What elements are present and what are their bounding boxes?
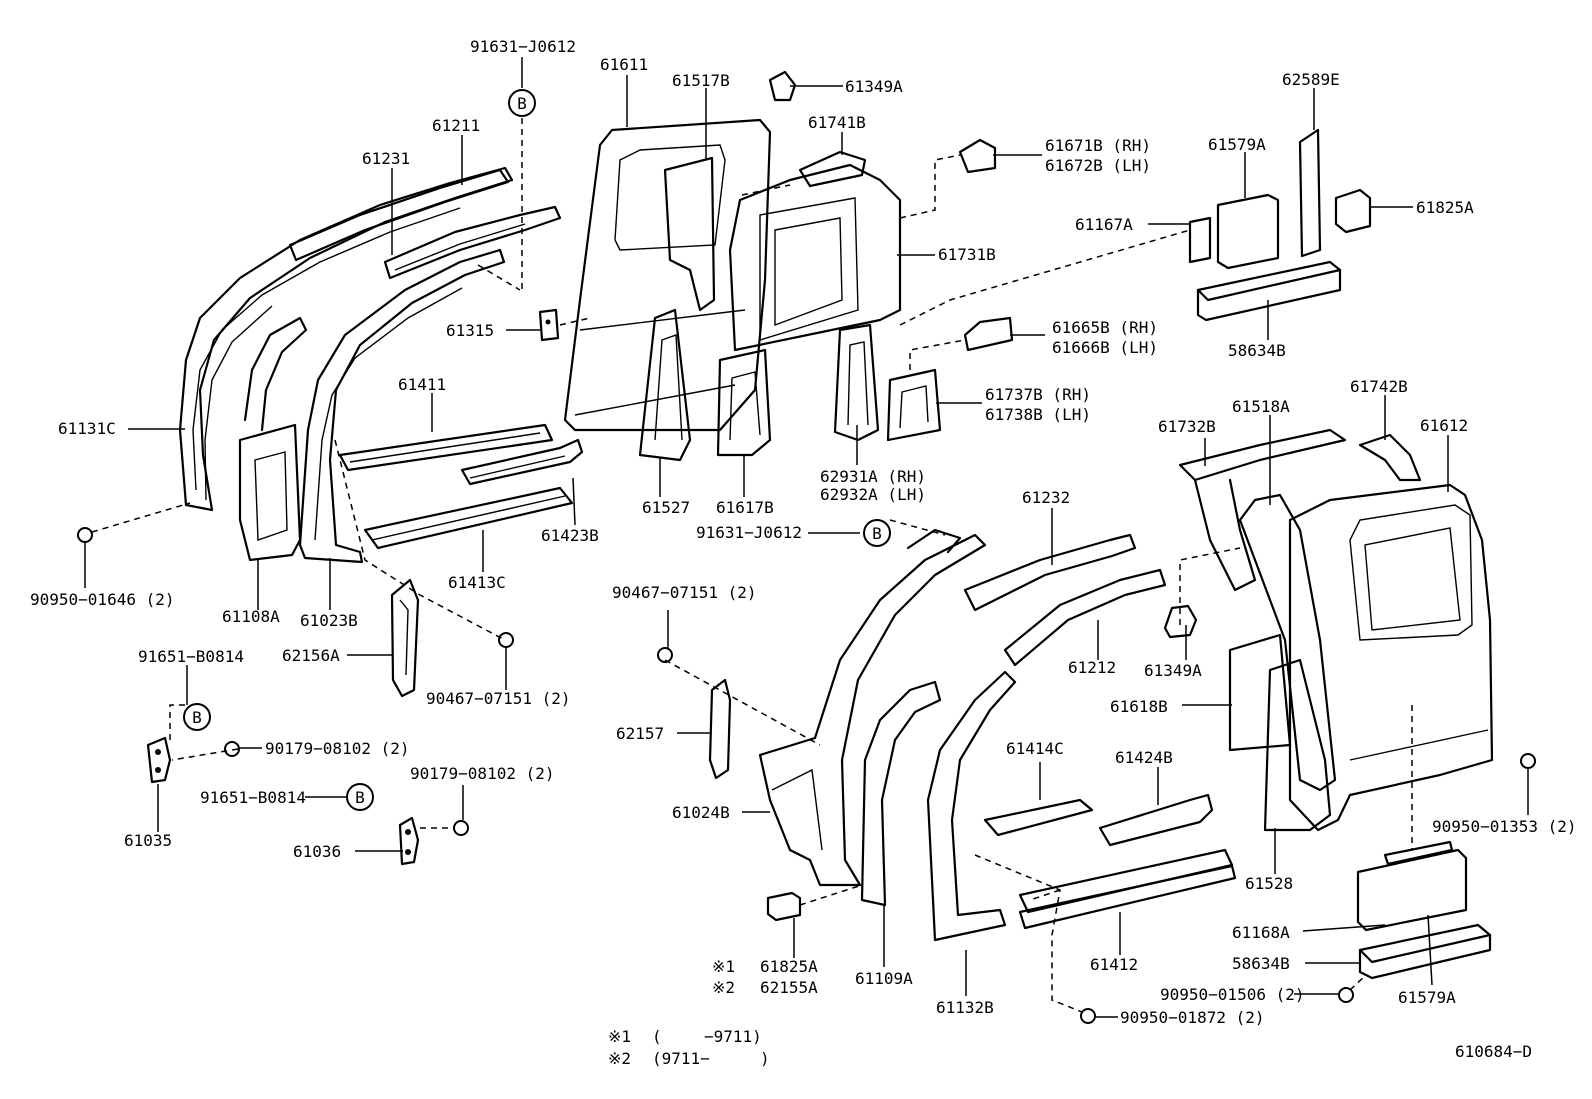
lower-center-panels xyxy=(708,528,1237,942)
part-label: 61731B xyxy=(938,245,996,264)
part-label: 61231 xyxy=(362,149,410,168)
center-panels xyxy=(563,70,1014,462)
part-label: 61023B xyxy=(300,611,358,630)
callouts: B B B B xyxy=(183,89,891,811)
part-label: ※2 xyxy=(712,978,735,997)
part-label: 62156A xyxy=(282,646,340,665)
footnote-2-mark: ※2 xyxy=(608,1049,631,1068)
part-label: 61035 xyxy=(124,831,172,850)
part-label: 61742B xyxy=(1350,377,1408,396)
part-label: 61414C xyxy=(1006,739,1064,758)
part-label: 61517B xyxy=(672,71,730,90)
part-label: 61315 xyxy=(446,321,494,340)
part-label: 61741B xyxy=(808,113,866,132)
part-label: 62155A xyxy=(760,978,818,997)
top-right-pads xyxy=(1188,128,1372,322)
part-label: 61528 xyxy=(1245,874,1293,893)
callout-b-1: B xyxy=(517,94,527,113)
part-labels: 91631−J0612 61611 61517B 61349A 61211 61… xyxy=(30,37,1577,1027)
part-label: 62157 xyxy=(616,724,664,743)
part-label: 61737B (RH) xyxy=(985,385,1091,404)
leader-lines xyxy=(84,57,1529,1018)
part-label: 61212 xyxy=(1068,658,1116,677)
footnotes: ※1 ( −9711) ※2 (9711− ) 610684−D xyxy=(608,1027,1532,1068)
callout-b-2: B xyxy=(872,524,882,543)
part-label: 90950−01353 (2) xyxy=(1432,817,1577,836)
footnote-1-range: −9711) xyxy=(704,1027,762,1046)
part-label: 62931A (RH) xyxy=(820,467,926,486)
part-label: 62589E xyxy=(1282,70,1340,89)
part-label: 61611 xyxy=(600,55,648,74)
part-label: 61738B (LH) xyxy=(985,405,1091,424)
part-label: 61732B xyxy=(1158,417,1216,436)
part-label: 61349A xyxy=(1144,661,1202,680)
part-label: 61518A xyxy=(1232,397,1290,416)
part-label: 61617B xyxy=(716,498,774,517)
fasteners xyxy=(77,527,1536,1024)
footnote-2-range: (9711− xyxy=(652,1049,710,1068)
part-label: 61024B xyxy=(672,803,730,822)
part-label: 90950−01646 (2) xyxy=(30,590,175,609)
part-label: 61665B (RH) xyxy=(1052,318,1158,337)
part-label: 61618B xyxy=(1110,697,1168,716)
part-label: 61423B xyxy=(541,526,599,545)
footnote-1-mark: ※1 xyxy=(608,1027,631,1046)
part-label: 91631−J0612 xyxy=(470,37,576,56)
part-label: 90950−01506 (2) xyxy=(1160,985,1305,1004)
diagram-id: 610684−D xyxy=(1455,1042,1532,1061)
part-label: 90179−08102 (2) xyxy=(410,764,555,783)
part-label: 61612 xyxy=(1420,416,1468,435)
part-label: 62932A (LH) xyxy=(820,485,926,504)
callout-b-4: B xyxy=(355,788,365,807)
door-hinges xyxy=(146,736,420,866)
footnote-2-close: ) xyxy=(760,1049,770,1068)
part-label: 61168A xyxy=(1232,923,1290,942)
part-label: ※1 xyxy=(712,957,735,976)
part-label: 90467−07151 (2) xyxy=(426,689,571,708)
part-label: 61036 xyxy=(293,842,341,861)
part-label: 58634B xyxy=(1228,341,1286,360)
part-label: 91651−B0814 xyxy=(200,788,306,807)
part-label: 91631−J0612 xyxy=(696,523,802,542)
part-label: 61527 xyxy=(642,498,690,517)
part-label: 61671B (RH) xyxy=(1045,136,1151,155)
part-label: 61232 xyxy=(1022,488,1070,507)
part-label: 61579A xyxy=(1398,988,1456,1007)
callout-b-3: B xyxy=(192,708,202,727)
part-label: 61412 xyxy=(1090,955,1138,974)
part-label: 61666B (LH) xyxy=(1052,338,1158,357)
part-label: 91651−B0814 xyxy=(138,647,244,666)
part-label: 90950−01872 (2) xyxy=(1120,1008,1265,1027)
part-label: 61211 xyxy=(432,116,480,135)
part-label: 61349A xyxy=(845,77,903,96)
part-label: 61108A xyxy=(222,607,280,626)
part-label: 90467−07151 (2) xyxy=(612,583,757,602)
part-label: 61131C xyxy=(58,419,116,438)
part-label: 61424B xyxy=(1115,748,1173,767)
part-label: 61109A xyxy=(855,969,913,988)
footnote-1-open: ( xyxy=(652,1027,662,1046)
right-rear-panels xyxy=(1163,428,1494,980)
part-label: 61413C xyxy=(448,573,506,592)
part-label: 90179−08102 (2) xyxy=(265,739,410,758)
part-label: 61579A xyxy=(1208,135,1266,154)
front-left-panels xyxy=(178,166,584,698)
part-label: 58634B xyxy=(1232,954,1290,973)
part-label: 61411 xyxy=(398,375,446,394)
dashed-connectors xyxy=(91,118,1413,1013)
part-label: 61825A xyxy=(1416,198,1474,217)
part-label: 61825A xyxy=(760,957,818,976)
part-label: 61132B xyxy=(936,998,994,1017)
part-label: 61167A xyxy=(1075,215,1133,234)
part-label: 61672B (LH) xyxy=(1045,156,1151,175)
